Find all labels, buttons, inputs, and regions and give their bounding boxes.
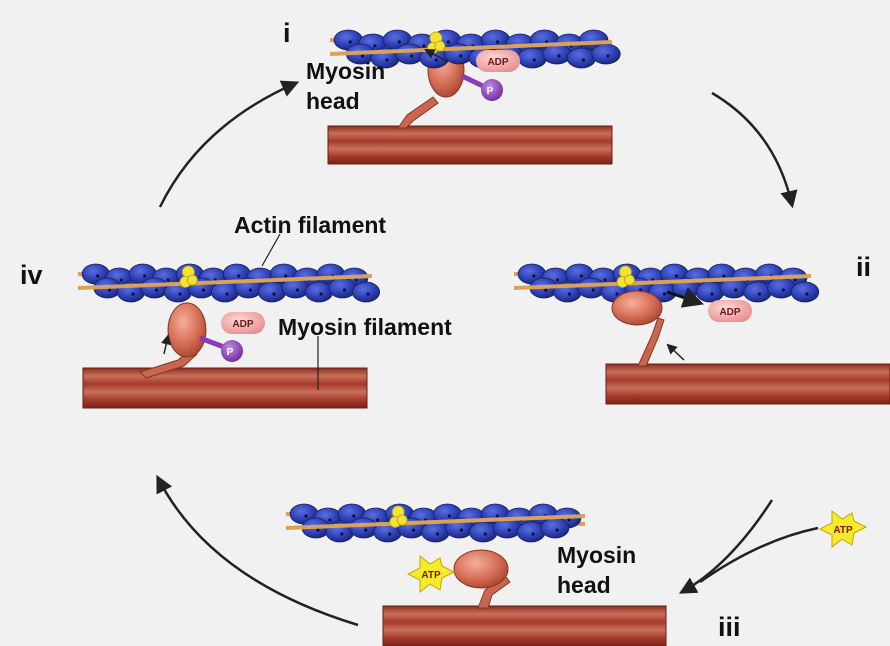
actin-filament	[514, 264, 819, 302]
actin-filament	[286, 504, 585, 542]
actin-bead	[518, 48, 546, 68]
actin-bead	[395, 44, 423, 64]
actin-filament	[78, 264, 380, 302]
actin-bead	[469, 522, 497, 542]
actin-bead	[543, 44, 571, 64]
actin-bead	[592, 44, 620, 64]
troponin	[187, 275, 197, 285]
actin-filament-label: Actin filament	[234, 212, 386, 238]
actin-bead	[258, 282, 285, 302]
cycle-arrow-i-to-ii	[712, 93, 792, 205]
actin-bead	[744, 282, 772, 302]
cycle-arrow-ii-to-iii	[682, 500, 772, 592]
myosin-head	[168, 303, 206, 357]
adp-label: ADP	[232, 319, 253, 330]
actin-bead	[352, 282, 379, 302]
actin-bead	[329, 278, 356, 298]
myosin-filament	[383, 606, 666, 646]
phosphate-label: P	[227, 347, 234, 358]
troponin	[624, 275, 634, 285]
myosin-filament	[328, 126, 612, 164]
myosin-head	[454, 550, 508, 588]
actin-bead	[517, 522, 545, 542]
actin-bead	[541, 518, 569, 538]
atp-entry-arrow	[700, 528, 818, 582]
myosin-filament	[83, 368, 367, 408]
actin-bead	[567, 48, 595, 68]
troponin	[397, 515, 407, 525]
myosin-filament	[606, 364, 890, 404]
stage-ii-group: ADP	[514, 264, 890, 404]
actin-bead	[767, 278, 795, 298]
adp-label: ADP	[487, 57, 508, 68]
actin-bead	[350, 518, 378, 538]
myosin-filament-label: Myosin filament	[278, 314, 452, 340]
myosin-head-label-i: Myosin head	[306, 56, 385, 116]
myosin-head	[612, 291, 662, 325]
actin-bead	[211, 282, 238, 302]
actin-filament-leader	[262, 234, 280, 266]
stage-iv-label: iv	[20, 262, 43, 288]
adp-label: ADP	[719, 307, 740, 318]
stage-ii-label: ii	[856, 254, 871, 280]
stage-iii-label: iii	[718, 614, 741, 640]
phosphate-label: P	[487, 86, 494, 97]
cycle-arrow-iv-to-i	[160, 83, 296, 207]
actin-bead	[141, 278, 168, 298]
actin-bead	[791, 282, 819, 302]
actin-bead	[577, 278, 605, 298]
actin-bead	[422, 522, 450, 542]
incoming-atp-label: ATP	[833, 525, 853, 536]
troponin	[435, 41, 445, 51]
cycle-arrow-iii-to-iv	[158, 478, 358, 625]
myosin-head-label-iii: Myosin head	[557, 540, 636, 600]
actin-bead	[305, 282, 332, 302]
atp-label: ATP	[421, 570, 441, 581]
stage-i-label: i	[283, 20, 291, 46]
myosin-neck	[398, 97, 438, 128]
actin-bead	[696, 282, 724, 302]
